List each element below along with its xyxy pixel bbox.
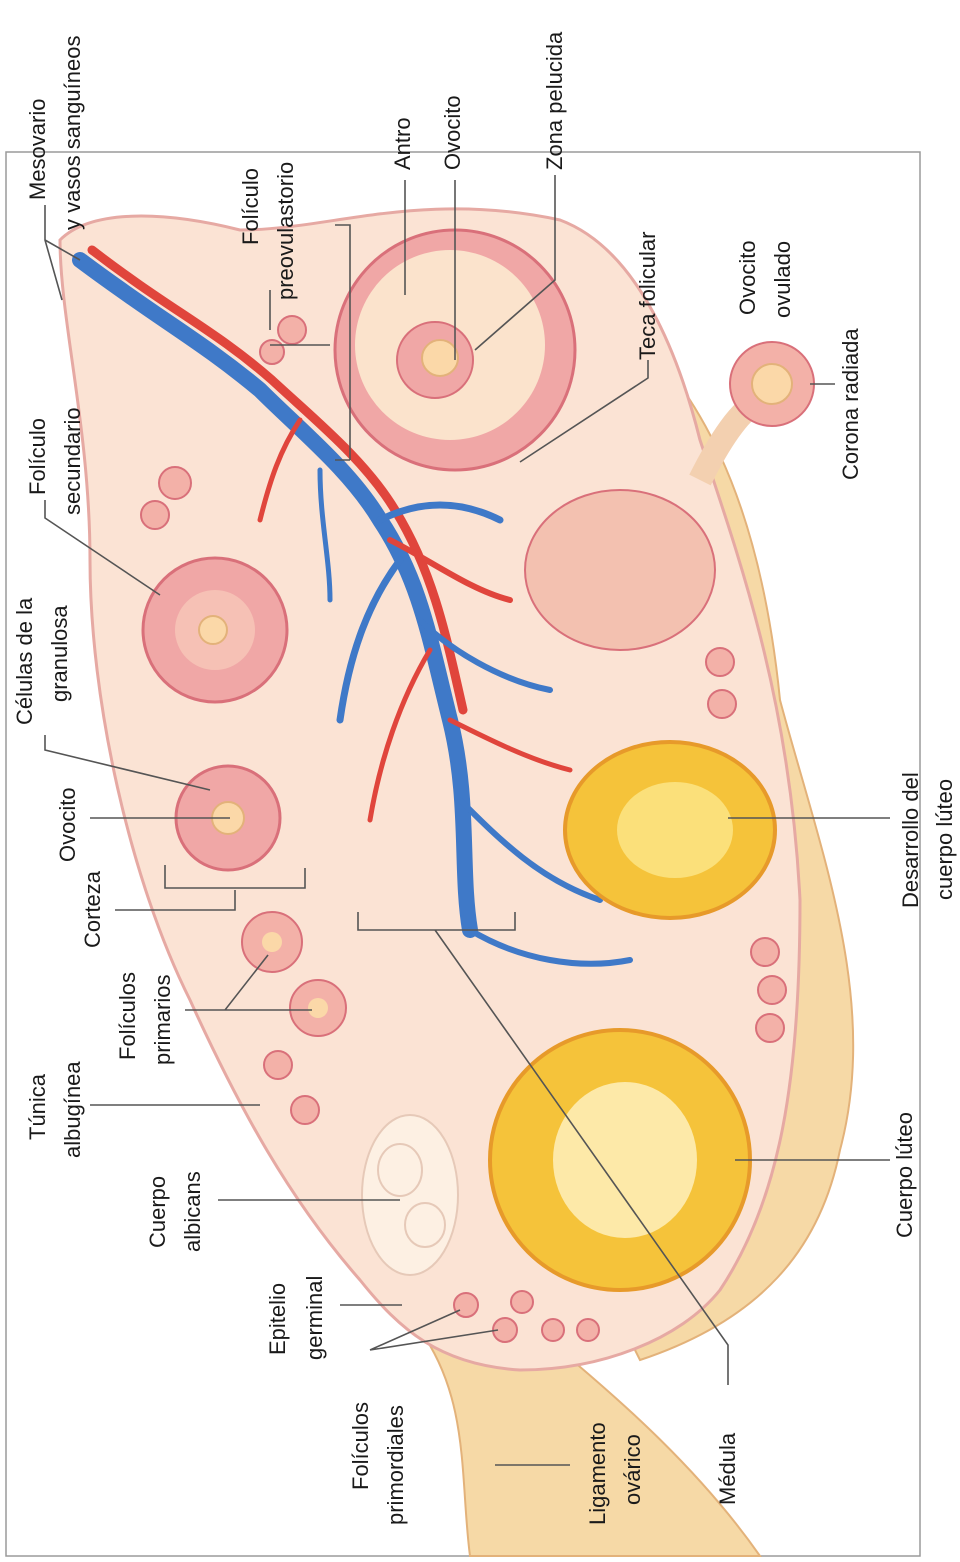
label-albicans-2: albicans <box>180 1171 205 1252</box>
label-granulosa: Células de la <box>12 597 37 725</box>
ovulated-oocyte <box>700 342 814 480</box>
label-desarrollo-2: cuerpo lúteo <box>932 779 957 900</box>
label-ligamento-2: ovárico <box>620 1434 645 1505</box>
label-ovocito-ovulado: Ovocito <box>735 240 760 315</box>
label-mesovario-2: y vasos sanguíneos <box>60 36 85 230</box>
ruptured-follicle <box>525 490 715 650</box>
corpus-luteum <box>490 1030 750 1290</box>
label-secundario: Folículo <box>25 418 50 495</box>
label-primarios: Folículos <box>115 972 140 1060</box>
label-preovulatorio-2: preovulastorio <box>273 162 298 300</box>
label-secundario-2: secundario <box>60 407 85 515</box>
label-antro: Antro <box>390 117 415 170</box>
label-desarrollo: Desarrollo del <box>898 772 923 908</box>
label-epitelio: Epitelio <box>265 1283 290 1355</box>
label-ligamento: Ligamento <box>585 1422 610 1525</box>
label-tunica-2: albugínea <box>60 1061 85 1158</box>
label-primordiales-2: primordiales <box>383 1405 408 1525</box>
label-ovocito-left: Ovocito <box>55 787 80 862</box>
corpus-albicans <box>362 1115 458 1275</box>
label-albicans: Cuerpo <box>145 1176 170 1248</box>
label-cuerpo-luteo: Cuerpo lúteo <box>892 1112 917 1238</box>
secondary-follicle <box>143 558 287 702</box>
label-preovulatorio: Folículo <box>238 168 263 245</box>
label-ovocito-top: Ovocito <box>440 95 465 170</box>
label-ovocito-ovulado-2: ovulado <box>770 241 795 318</box>
label-primordiales: Folículos <box>348 1402 373 1490</box>
label-teca-folicular: Teca folicular <box>635 232 660 360</box>
label-corona-radiada: Corona radiada <box>838 328 863 480</box>
label-zona-pelucida: Zona pelucida <box>542 31 567 170</box>
developing-corpus-luteum <box>565 742 775 918</box>
label-mesovario: Mesovario <box>25 99 50 200</box>
label-corteza: Corteza <box>80 870 105 948</box>
label-granulosa-2: granulosa <box>47 605 72 702</box>
label-epitelio-2: germinal <box>302 1276 327 1360</box>
label-primarios-2: primarios <box>150 975 175 1065</box>
label-medula: Médula <box>715 1432 740 1505</box>
label-tunica: Túnica <box>25 1073 50 1140</box>
